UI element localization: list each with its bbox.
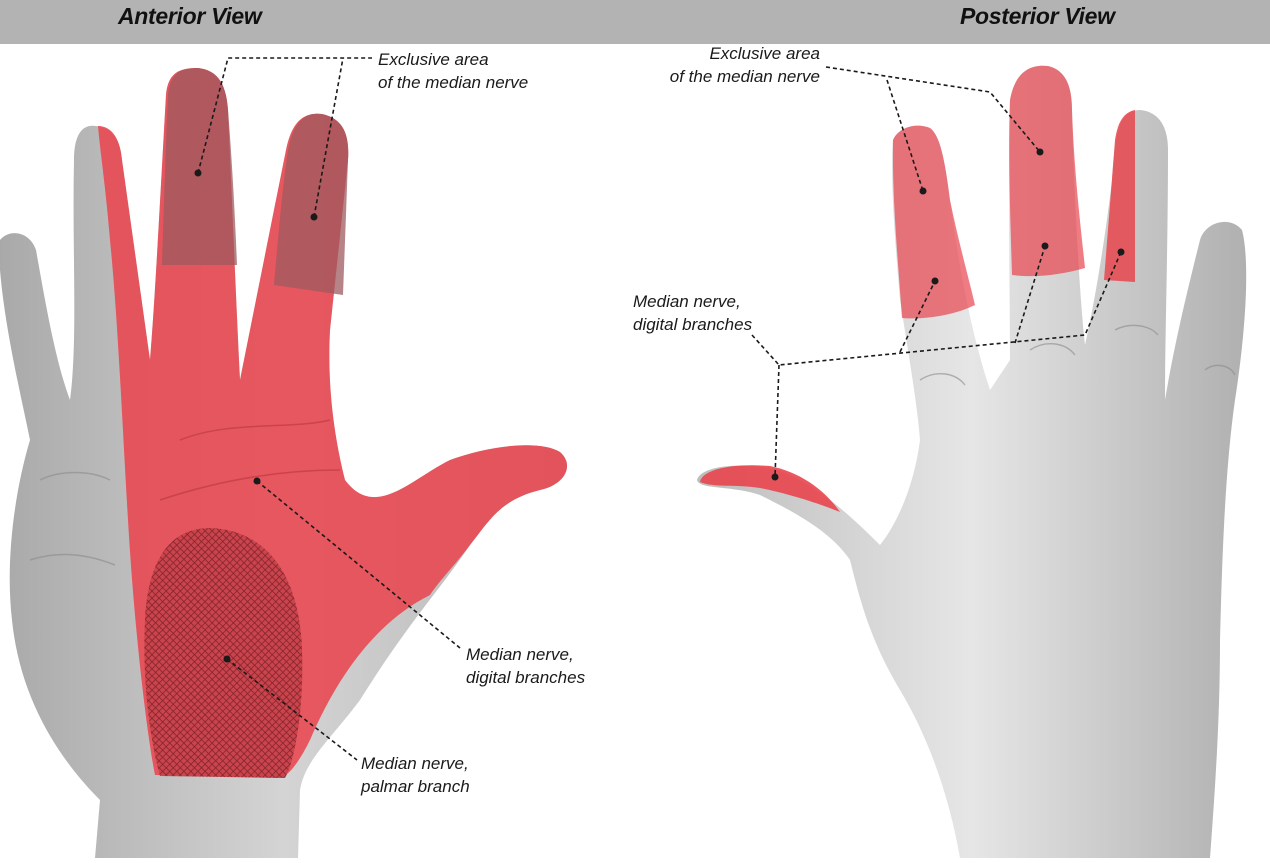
posterior-exclusive-label: Exclusive area of the median nerve: [660, 42, 820, 88]
posterior-exclusive-leader-2: [886, 79, 924, 192]
label-line: Median nerve,: [633, 292, 741, 311]
posterior-digital-dot-2: [1041, 242, 1049, 250]
label-line: Exclusive area: [378, 50, 489, 69]
label-line: Median nerve,: [361, 754, 469, 773]
anterior-exclusive-label: Exclusive area of the median nerve: [378, 48, 528, 94]
posterior-exclusive-dot-1: [919, 187, 927, 195]
anterior-digital-leader: [256, 480, 461, 649]
label-line: palmar branch: [361, 777, 470, 796]
posterior-digital-leader: [751, 251, 1122, 366]
posterior-digital-label: Median nerve, digital branches: [633, 290, 752, 336]
anterior-digital-label: Median nerve, digital branches: [466, 643, 585, 689]
label-line: of the median nerve: [378, 73, 529, 92]
posterior-digital-leader-2: [774, 364, 780, 478]
posterior-hand-skin: [697, 65, 1247, 858]
posterior-digital-dot-3: [1117, 248, 1125, 256]
posterior-median-ring-half: [1104, 110, 1135, 282]
posterior-digital-dot-1: [931, 277, 939, 285]
posterior-view-title: Posterior View: [960, 3, 1115, 29]
posterior-median-thumb: [700, 465, 840, 512]
anterior-exclusive-ring: [274, 113, 349, 295]
posterior-median-middle: [1009, 65, 1085, 277]
anterior-exclusive-leader-2: [313, 57, 344, 218]
posterior-digital-dot-4: [771, 473, 779, 481]
anterior-exclusive-dot-2: [310, 213, 318, 221]
anterior-hand: [0, 57, 568, 858]
label-line: digital branches: [633, 315, 753, 334]
label-line: Median nerve,: [466, 645, 574, 664]
header-bar: Anterior View Posterior View: [0, 0, 1270, 44]
label-line: Exclusive area: [709, 44, 820, 63]
anterior-exclusive-dot-1: [194, 169, 202, 177]
anterior-digital-dot: [253, 477, 261, 485]
posterior-digital-leader-3: [899, 280, 936, 353]
posterior-hand: [697, 65, 1247, 858]
label-line: of the median nerve: [669, 67, 820, 86]
posterior-exclusive-leader: [825, 66, 1041, 153]
anterior-palmar-dot: [223, 655, 231, 663]
anterior-palmar-label: Median nerve, palmar branch: [361, 752, 470, 798]
posterior-median-index: [892, 125, 975, 319]
anterior-view-title: Anterior View: [118, 3, 262, 29]
anterior-exclusive-middle: [162, 68, 237, 265]
anterior-palmar-branch-area: [144, 528, 303, 778]
posterior-exclusive-dot-2: [1036, 148, 1044, 156]
posterior-digital-leader-4: [1014, 245, 1046, 344]
label-line: digital branches: [466, 668, 586, 687]
